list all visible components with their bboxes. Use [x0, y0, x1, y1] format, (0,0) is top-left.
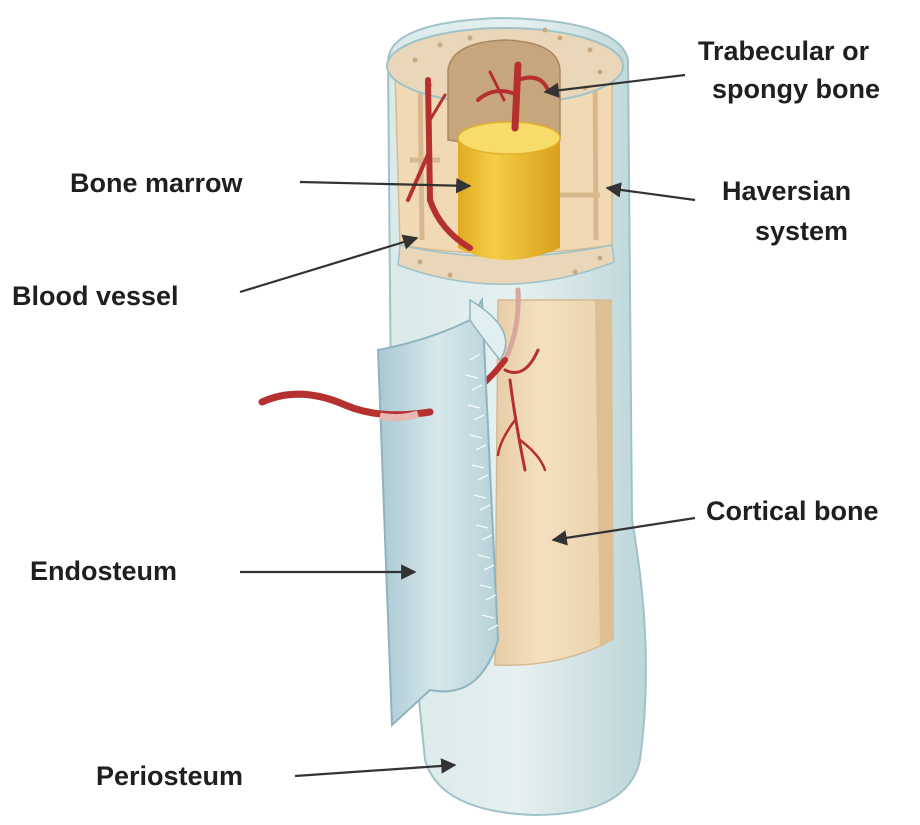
cortical-bone-region	[495, 300, 612, 665]
label-blood-vessel: Blood vessel	[12, 281, 179, 311]
label-trabecular-line1: Trabecular or	[698, 36, 870, 66]
label-trabecular-line2: spongy bone	[712, 74, 880, 104]
label-cortical-bone: Cortical bone	[706, 496, 879, 526]
bone-marrow-top	[458, 122, 560, 154]
label-endosteum: Endosteum	[30, 556, 177, 586]
label-bone-marrow: Bone marrow	[70, 168, 244, 198]
blood-vessel-through-flap	[380, 414, 418, 418]
endosteum-flap	[378, 300, 498, 725]
label-haversian-line1: Haversian	[722, 176, 851, 206]
bone-marrow-cylinder	[458, 138, 560, 260]
label-haversian-line2: system	[755, 216, 848, 246]
label-periosteum: Periosteum	[96, 761, 243, 791]
